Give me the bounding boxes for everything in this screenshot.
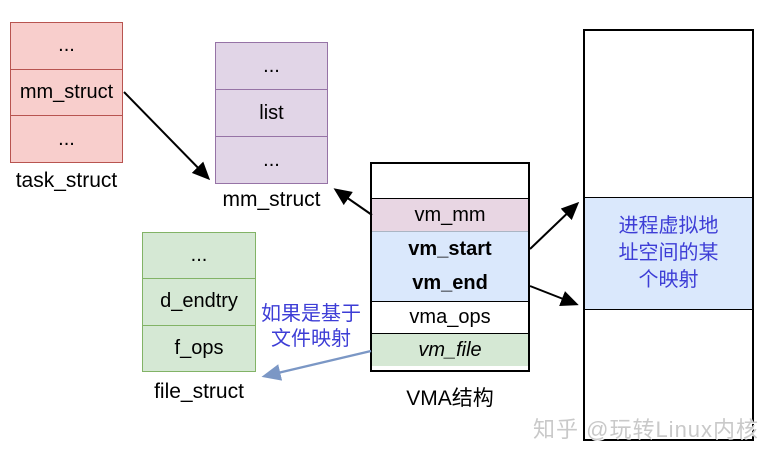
arrow-vmstart-to-mapping-top (529, 201, 580, 250)
task-struct-box: ... mm_struct ... (10, 22, 123, 163)
file-mapping-annotation: 如果是基于 文件映射 (240, 302, 382, 352)
file-struct-row-ellipsis: ... (190, 244, 208, 267)
vma-row-vma-ops: vma_ops (372, 301, 528, 333)
annotation-line-2: 文件映射 (271, 328, 351, 350)
arrow-vmend-to-mapping-bottom (529, 285, 579, 306)
vma-row-vm-start: vm_start (372, 231, 528, 266)
mm-struct-row-ellipsis-top: ... (263, 54, 280, 77)
annotation-line-1: 如果是基于 (261, 303, 361, 325)
zhihu-watermark: 知乎 @玩转Linux内核 (533, 417, 760, 442)
vma-struct-label: VMA结构 (406, 387, 494, 410)
mm-struct-row-ellipsis-bottom: ... (216, 136, 327, 183)
vma-row-vm-file: vm_file (372, 333, 528, 366)
task-struct-row-ellipsis-bottom: ... (11, 115, 122, 162)
file-struct-label: file_struct (154, 380, 244, 403)
mapping-band-line-2: 址空间的某 (618, 242, 719, 264)
vma-struct-box: vm_mm vm_start vm_end vma_ops vm_file (370, 162, 530, 372)
file-struct-row-d-endtry: d_endtry (143, 278, 255, 324)
mapping-band-line-1: 进程虚拟地 (618, 215, 719, 237)
task-struct-row-ellipsis-top: ... (58, 34, 75, 57)
mapping-band-line-3: 个映射 (638, 269, 699, 291)
vma-row-vm-end: vm_end (372, 266, 528, 301)
address-space-mapping-band: 进程虚拟地 址空间的某 个映射 (585, 197, 752, 310)
arrow-taskstruct-to-mmstruct (123, 91, 211, 181)
vma-row-vm-mm: vm_mm (372, 198, 528, 231)
mm-struct-box: ... list ... (215, 42, 328, 184)
vma-row-blank (372, 164, 528, 198)
arrow-vmfile-to-filestruct (261, 349, 372, 381)
file-struct-box: ... d_endtry f_ops (142, 232, 256, 372)
arrow-vmmm-to-mmstruct (333, 188, 373, 216)
mm-struct-label: mm_struct (222, 188, 321, 211)
task-struct-row-mm-struct: mm_struct (11, 68, 122, 116)
file-struct-row-f-ops: f_ops (143, 324, 255, 371)
mm-struct-row-list: list (216, 89, 327, 136)
task-struct-label: task_struct (15, 169, 118, 192)
